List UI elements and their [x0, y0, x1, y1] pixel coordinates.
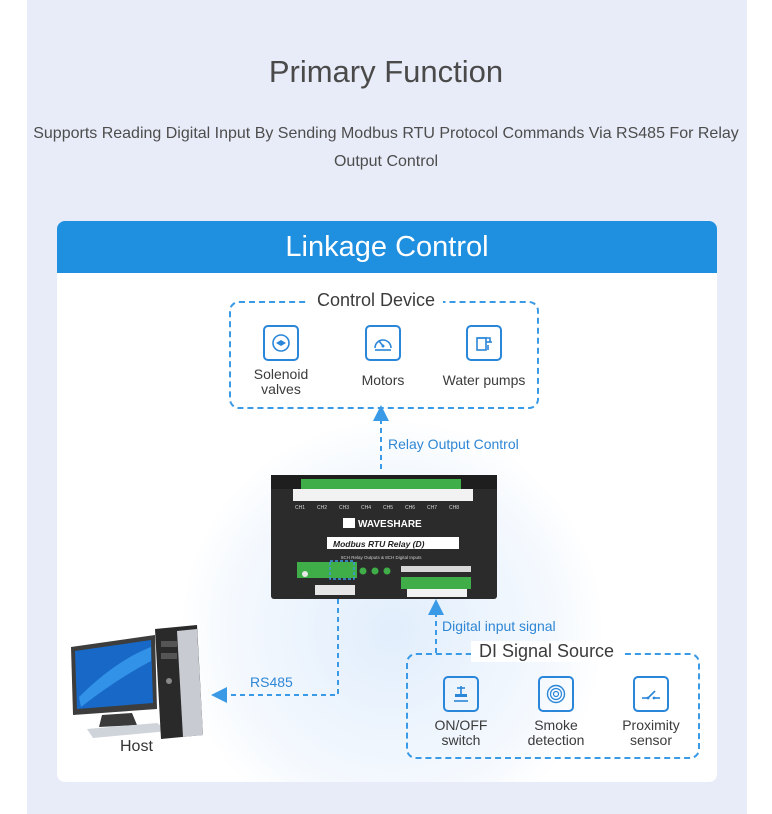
- di-source-title: DI Signal Source: [471, 641, 623, 662]
- card-title: Linkage Control: [57, 221, 717, 273]
- digital-input-label: Digital input signal: [442, 618, 556, 634]
- channel-label: CH6: [405, 505, 415, 511]
- diagram-graphics: CH1 CH2 CH3 CH4 CH5 CH6 CH7 CH8 WAVESHARE Modbu…: [71, 405, 497, 739]
- di-item-switch: ON/OFF switch: [411, 676, 511, 748]
- relay-output-label: Relay Output Control: [388, 436, 519, 452]
- di-item-proximity: Proximity sensor: [601, 676, 701, 748]
- control-item-motors: Motors: [333, 325, 433, 388]
- control-item-water-pumps: Water pumps: [434, 325, 534, 388]
- page-subtitle: Supports Reading Digital Input By Sendin…: [33, 125, 739, 170]
- page-title: Primary Function: [268, 54, 504, 89]
- proximity-sensor-icon: [633, 676, 669, 712]
- linkage-control-card: Linkage Control Control Device Solenoid …: [57, 221, 717, 782]
- control-item-solenoid: Solenoid valves: [231, 325, 331, 397]
- switch-icon: [443, 676, 479, 712]
- channel-label: CH7: [427, 505, 437, 511]
- control-item-label: Motors: [361, 372, 405, 388]
- device-desc: 8CH Relay Outputs & 8CH Digital Inputs: [341, 555, 422, 560]
- modbus-relay-device: CH1 CH2 CH3 CH4 CH5 CH6 CH7 CH8 WAVESHARE Modbu…: [271, 475, 497, 599]
- di-item-label: Proximity sensor: [622, 717, 680, 748]
- control-item-label: Solenoid valves: [253, 366, 309, 397]
- channel-label: CH1: [295, 505, 305, 511]
- water-pump-icon: [466, 325, 502, 361]
- control-item-label: Water pumps: [442, 372, 526, 388]
- channel-label: CH3: [339, 505, 349, 511]
- motor-icon: [365, 325, 401, 361]
- rs485-label: RS485: [250, 674, 293, 690]
- di-item-label: Smoke detection: [527, 717, 585, 748]
- rs485-arrow: [211, 599, 339, 703]
- channel-label: CH2: [317, 505, 327, 511]
- di-item-smoke: Smoke detection: [506, 676, 606, 748]
- di-item-label: ON/OFF switch: [434, 717, 488, 748]
- control-device-title: Control Device: [309, 290, 444, 311]
- channel-label: CH5: [383, 505, 393, 511]
- smoke-detector-icon: [538, 676, 574, 712]
- device-brand: WAVESHARE: [358, 519, 422, 530]
- channel-label: CH4: [361, 505, 371, 511]
- top-terminals: [301, 479, 461, 489]
- host-computer: [71, 625, 203, 739]
- solenoid-valve-icon: [263, 325, 299, 361]
- device-model: Modbus RTU Relay (D): [333, 539, 425, 549]
- channel-label: CH8: [449, 505, 459, 511]
- host-label: Host: [120, 738, 153, 755]
